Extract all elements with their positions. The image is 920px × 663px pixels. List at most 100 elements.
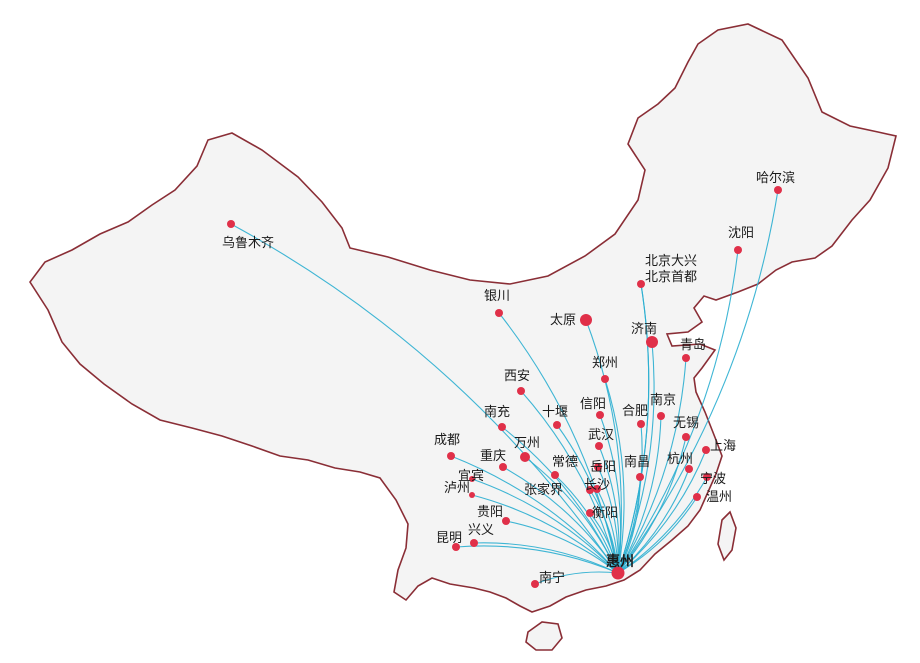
city-label-hangzhou: 杭州 — [667, 452, 693, 467]
city-label-xinyang: 信阳 — [580, 397, 606, 412]
city-label-harbin: 哈尔滨 — [756, 170, 795, 186]
city-dot-guiyang — [502, 517, 510, 525]
route-xinyang — [599, 414, 622, 574]
city-label-zhangjiajie: 张家界 — [524, 482, 563, 498]
city-dot-shenyang — [734, 246, 742, 254]
city-dot-changsha — [593, 485, 601, 493]
city-dot-nanchong — [498, 423, 506, 431]
city-label-shenyang: 沈阳 — [728, 226, 754, 241]
city-label-ningbo: 宁波 — [700, 471, 726, 487]
route-guiyang — [505, 520, 619, 574]
city-label-chongqing: 重庆 — [480, 448, 506, 464]
city-label-xingyi: 兴义 — [468, 523, 494, 538]
city-label-hefei: 合肥 — [622, 404, 648, 419]
route-urumqi — [230, 223, 619, 574]
route-yibin — [471, 478, 619, 574]
city-label-shanghai: 上海 — [710, 439, 736, 454]
city-label-yinchuan: 银川 — [484, 289, 510, 304]
city-dot-taiyuan — [580, 314, 592, 326]
hub-dot — [611, 566, 625, 580]
city-dot-xian — [517, 387, 525, 395]
china-mainland-outline — [29, 23, 897, 613]
route-hangzhou — [617, 468, 690, 574]
city-label-chengdu: 成都 — [434, 433, 460, 448]
taiwan-island-outline — [717, 510, 737, 562]
city-label-beijing-daxing: 北京大兴 — [645, 254, 697, 269]
city-label-nanchang: 南昌 — [624, 454, 650, 470]
city-dots — [227, 186, 782, 588]
route-yinchuan — [498, 312, 619, 574]
city-dot-wanzhou — [520, 452, 530, 462]
route-shiyan — [556, 424, 619, 574]
city-dot-yueyang — [594, 463, 602, 471]
city-label-urumqi: 乌鲁木齐 — [222, 235, 274, 251]
city-dot-hengyang — [586, 509, 594, 517]
route-wanzhou — [524, 456, 619, 574]
city-dot-wuxi — [682, 433, 690, 441]
city-dot-yibin — [469, 476, 475, 482]
route-wenzhou — [617, 496, 698, 574]
city-dot-shiyan — [553, 421, 561, 429]
city-dot-harbin — [774, 186, 782, 194]
city-label-luzhou: 泸州 — [444, 481, 470, 496]
route-nanchang — [617, 476, 641, 574]
city-label-nanjing: 南京 — [650, 392, 676, 408]
city-dot-hangzhou — [685, 465, 693, 473]
city-label-guiyang: 贵阳 — [477, 505, 503, 520]
city-label-beijing-capital: 北京首都 — [645, 270, 697, 285]
city-label-nanchong: 南充 — [484, 404, 510, 420]
city-label-wuhan: 武汉 — [588, 428, 614, 443]
city-dot-ningbo — [703, 473, 711, 481]
city-dot-qingdao — [682, 354, 690, 362]
route-qingdao — [617, 357, 687, 574]
route-chongqing — [502, 466, 619, 574]
city-label-wenzhou: 温州 — [706, 490, 732, 505]
route-zhengzhou — [604, 378, 625, 574]
route-chengdu — [450, 455, 619, 574]
city-dot-urumqi — [227, 220, 235, 228]
city-labels: 乌鲁木齐哈尔滨沈阳北京大兴北京首都银川太原济南青岛郑州西安南充十堰信阳合肥南京无… — [222, 170, 795, 586]
city-dot-wuhan — [595, 442, 603, 450]
route-changsha — [596, 488, 619, 574]
city-dot-xinyang — [596, 411, 604, 419]
city-dot-nanning — [531, 580, 539, 588]
city-label-yibin: 宜宾 — [458, 468, 484, 484]
route-beijing-capital — [617, 283, 650, 574]
city-label-changde: 常德 — [552, 455, 578, 470]
city-label-yueyang: 岳阳 — [590, 460, 616, 475]
route-yueyang — [597, 466, 619, 574]
hainan-island-outline — [525, 621, 563, 651]
city-label-qingdao: 青岛 — [680, 337, 706, 353]
route-hefei — [617, 423, 643, 574]
city-label-wanzhou: 万州 — [514, 436, 540, 451]
city-dot-chongqing — [499, 463, 507, 471]
city-dot-nanchang — [636, 473, 644, 481]
city-label-taiyuan: 太原 — [550, 313, 576, 328]
route-lines — [230, 189, 779, 585]
route-nanning — [534, 571, 619, 585]
city-dot-chengdu — [447, 452, 455, 460]
city-dot-luzhou — [469, 492, 475, 498]
city-label-hengyang: 衡阳 — [592, 506, 618, 521]
city-dot-zhengzhou — [601, 375, 609, 383]
route-xingyi — [473, 542, 619, 574]
route-wuxi — [617, 436, 687, 574]
city-label-shiyan: 十堰 — [542, 405, 568, 420]
route-luzhou — [471, 494, 619, 574]
city-label-changsha: 长沙 — [584, 478, 610, 493]
city-label-wuxi: 无锡 — [673, 416, 699, 431]
city-dot-nanjing — [657, 412, 665, 420]
route-nanjing — [617, 415, 662, 574]
route-ningbo — [617, 476, 708, 574]
city-dot-beijing-daxing — [637, 280, 645, 288]
city-dot-yinchuan — [495, 309, 503, 317]
route-shenyang — [617, 249, 739, 574]
city-dot-xingyi — [470, 539, 478, 547]
city-dot-wenzhou — [693, 493, 701, 501]
city-dot-kunming — [452, 543, 460, 551]
city-dot-zhangjiajie — [586, 486, 594, 494]
city-label-kunming: 昆明 — [436, 531, 462, 546]
hub-label: 惠州 — [606, 553, 634, 570]
route-zhangjiajie — [589, 489, 619, 574]
